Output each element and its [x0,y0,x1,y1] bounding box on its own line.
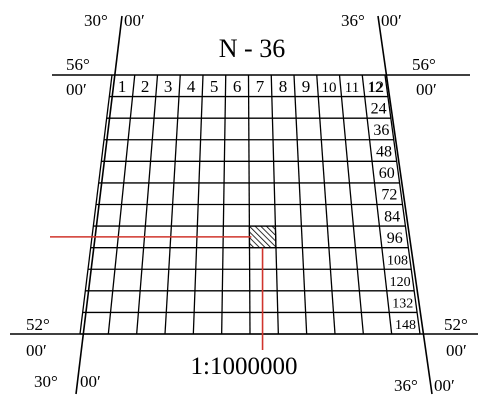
row-end-label-84: 84 [384,208,400,225]
column-label-10: 10 [322,80,337,96]
top-right-lat-deg: 56° [412,55,436,74]
column-label-11: 11 [345,80,359,96]
top-right-lon-deg: 36° [341,11,365,30]
row-end-label-24: 24 [371,100,387,117]
grid-column-line [107,74,136,335]
column-label-5: 5 [210,77,219,96]
top-left-lat-min: 00′ [66,80,87,99]
column-label-7: 7 [256,77,265,96]
column-label-4: 4 [187,77,196,96]
bottom-right-lat-deg: 52° [444,315,468,334]
row-end-label-36: 36 [373,122,389,139]
right-meridian-line [377,15,433,395]
row-end-label-120: 120 [390,275,411,290]
highlighted-sheet-cell [248,225,277,249]
top-right-lon-min: 00′ [381,11,402,30]
row-end-label-132: 132 [392,297,413,312]
grid-column-line [293,74,308,335]
row-end-label-148: 148 [395,318,416,333]
top-right-lat-min: 00′ [416,80,437,99]
column-label-6: 6 [233,77,242,96]
row-end-label-96: 96 [387,230,403,247]
bottom-right-lon-deg: 36° [394,376,418,395]
grid-column-line [316,74,336,335]
grid-column-line [338,74,364,335]
top-left-lon-min: 00′ [124,11,145,30]
column-label-1: 1 [118,77,127,96]
column-label-3: 3 [164,77,173,96]
bottom-left-lat-deg: 52° [26,315,50,334]
row-end-label-12: 12 [368,79,384,96]
grid-column-line [164,74,181,335]
grid-column-line [270,74,279,335]
row-end-label-48: 48 [376,144,392,161]
sheet-title: N - 36 [219,34,285,63]
top-left-lon-deg: 30° [84,11,108,30]
bottom-left-lat-min: 00′ [26,341,47,360]
column-label-9: 9 [302,77,311,96]
grid-column-line [79,74,113,335]
column-label-8: 8 [279,77,288,96]
column-label-2: 2 [141,77,150,96]
grid-column-line [192,74,204,335]
grid-lines [79,74,421,335]
row-end-label-60: 60 [379,165,395,182]
column-label-12: 12 [367,80,382,96]
bottom-right-lat-min: 00′ [446,341,467,360]
scale-label: 1:1000000 [191,353,298,380]
bottom-right-lon-min: 00′ [434,376,455,395]
grid-column-line [247,74,251,335]
grid-column-line [136,74,159,335]
row-end-labels: 12 24 36 48 60 72 84 96 108 120 132 148 [368,79,416,333]
grid-column-line [384,74,421,335]
bottom-left-lon-deg: 30° [34,372,58,391]
row-end-label-72: 72 [381,187,397,204]
grid-column-line [221,74,227,335]
bottom-left-lon-min: 00′ [80,372,101,391]
grid-column-line [361,74,393,335]
row-end-label-108: 108 [387,253,408,268]
top-left-lat-deg: 56° [66,55,90,74]
